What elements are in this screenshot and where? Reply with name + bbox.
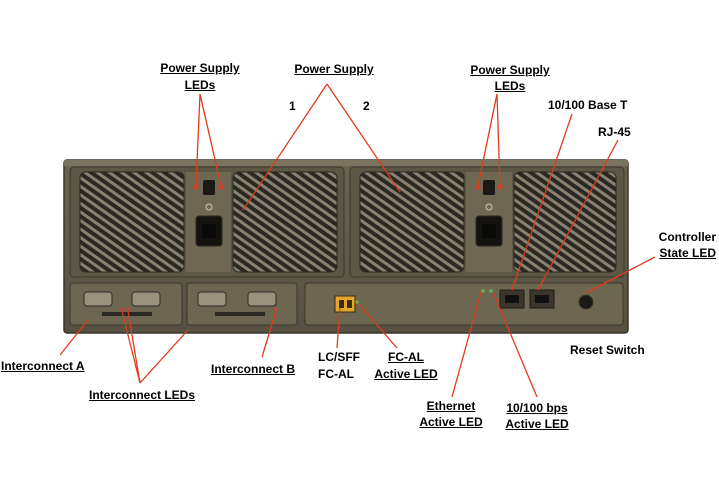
interconnect-a-led-2 [126,307,130,311]
interconnect-leds-label: Interconnect LEDs [89,388,196,402]
interconnect-a-port-2[interactable] [131,291,161,307]
interconnect-a-led-1 [120,307,124,311]
bps-active-title: 10/100 bps [506,401,568,415]
interconnect-b-port-2[interactable] [247,291,277,307]
reset-switch-label: Reset Switch [570,343,645,357]
lc-sff-fcal-label: FC-AL [318,367,354,381]
ps-leds-left-title: Power Supply [160,61,240,75]
ethernet-active-led [481,289,485,293]
ps1-power-switch[interactable] [203,180,215,195]
ps-leds-right-subtitle: LEDs [494,79,526,93]
ethernet-active-subtitle: Active LED [419,415,483,429]
ps2-pson-led [497,184,503,190]
ps1-ac-led [193,184,199,190]
interconnect-b-led [274,307,278,311]
interconnect-b-label: Interconnect B [211,362,296,376]
interconnect-a-label: Interconnect A [1,359,85,373]
fan-grille-1b [232,171,338,273]
ethernet-active-title: Ethernet [426,399,476,413]
reset-switch[interactable] [578,294,594,310]
fan-grille-2b [513,171,617,273]
lc-sff-label: LC/SFF [318,350,360,364]
state-led-label: State LED [659,246,716,260]
power-supply-number-2: 2 [363,99,370,113]
interconnect-card-b [186,282,298,326]
power-supply-label: Power Supply [294,62,374,76]
rj45-label: RJ-45 [598,125,631,139]
interconnect-b-port-1[interactable] [197,291,227,307]
bps-active-led [489,289,493,293]
controller-card [304,282,624,326]
base-t-label: 10/100 Base T [548,98,628,112]
power-supply-2 [349,166,625,278]
fcal-active-title: FC-AL [388,350,424,364]
power-supply-1 [69,166,345,278]
ps2-power-switch[interactable] [483,180,495,195]
chassis-top-lip [64,160,628,166]
ps-leds-left-subtitle: LEDs [184,78,216,92]
ps2-power-symbol-icon [485,203,493,211]
ps1-pson-led [218,184,224,190]
interconnect-card-a [69,282,183,326]
bps-active-subtitle: Active LED [505,417,569,431]
leader-lines [59,83,656,398]
interconnect-a-port-1[interactable] [83,291,113,307]
ps-leds-right-title: Power Supply [470,63,550,77]
ps1-power-symbol-icon [205,203,213,211]
power-supply-number-1: 1 [289,99,296,113]
fcal-active-led [355,300,359,304]
controller-label: Controller [658,230,716,244]
fan-grille-2a [359,171,465,273]
fcal-active-subtitle: Active LED [374,367,438,381]
ps2-ac-led [475,184,481,190]
fan-grille-1a [79,171,185,273]
